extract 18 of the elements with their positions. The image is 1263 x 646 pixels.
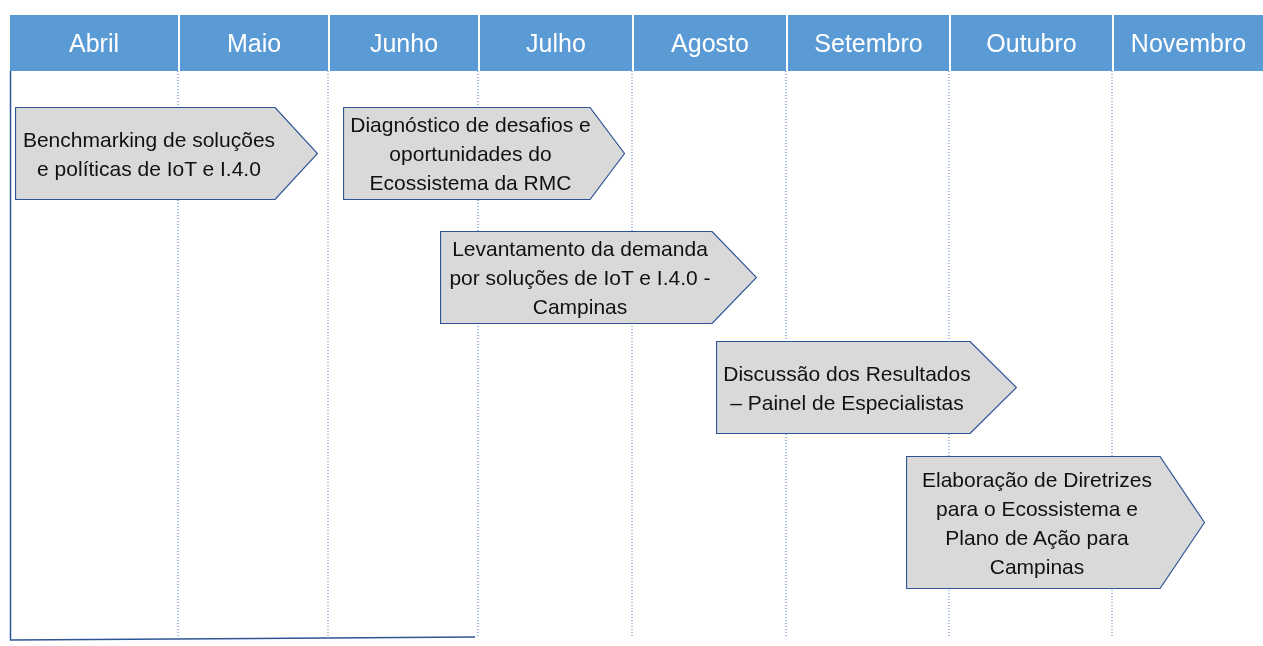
month-header: Abril [10, 15, 178, 71]
task-label: Benchmarking de soluções e políticas de IoT e I.4.0 [21, 126, 277, 182]
month-header: Junho [328, 15, 478, 71]
month-header: Setembro [786, 15, 949, 71]
phase-banner [343, 107, 625, 200]
month-header: Novembro [1112, 15, 1263, 71]
task-label: Diagnóstico de desafios e oportunidades do Ecossistema da RMC [349, 112, 592, 196]
phase-banner [716, 341, 1017, 434]
task-label: Elaboração de Diretrizes para o Ecossistema e Plano de Ação para Campinas [921, 466, 1153, 580]
month-header: Julho [478, 15, 632, 71]
month-header: Outubro [949, 15, 1112, 71]
phase-banner [440, 231, 757, 324]
phase-banner [15, 107, 318, 200]
month-header: Maio [178, 15, 328, 71]
task-label: Levantamento da demanda por soluções de IoT e I.4.0 - Campinas [448, 236, 712, 320]
task-label: Discussão dos Resultados – Painel de Especialistas [722, 360, 972, 416]
month-header: Agosto [632, 15, 786, 71]
phase-banner [906, 456, 1205, 589]
